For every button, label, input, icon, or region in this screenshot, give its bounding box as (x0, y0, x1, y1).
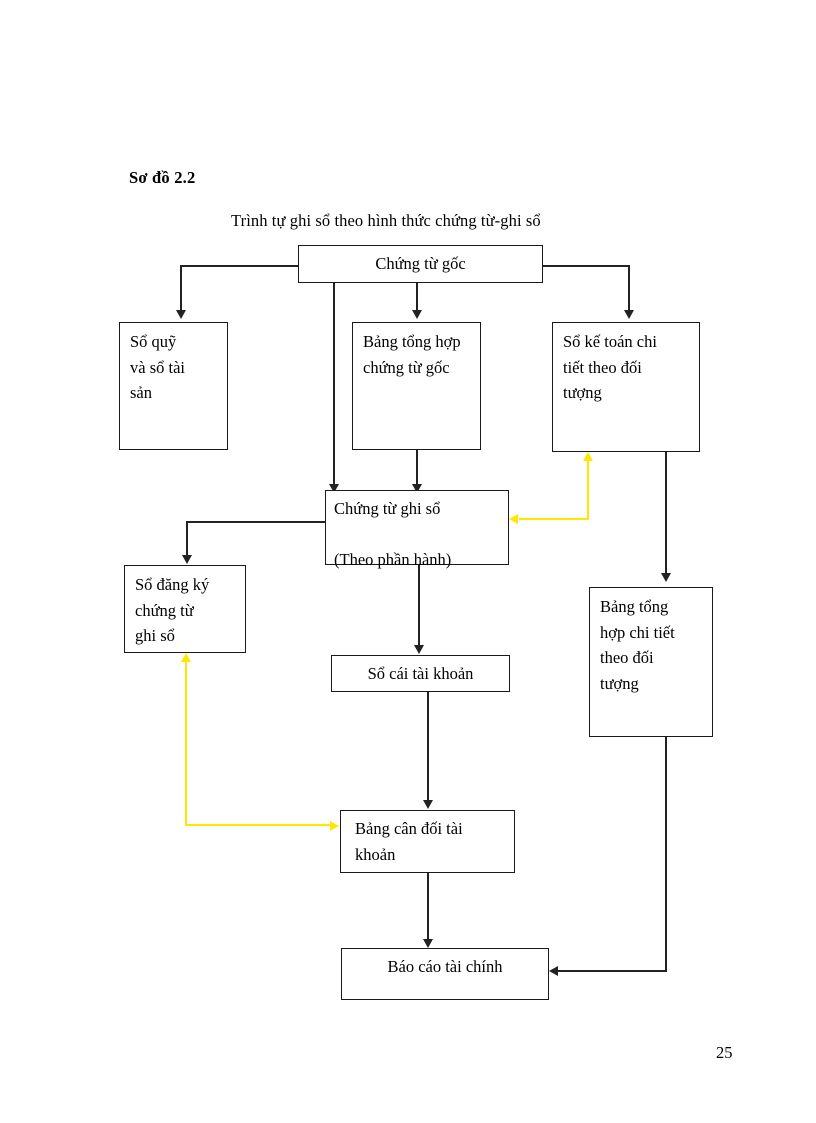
edge-ctgs-to-sodangky-horizontal (186, 521, 327, 523)
node-label: Sổ quỹ và sổ tài sản (130, 332, 185, 403)
node-so-quy-va-so-tai-san: Sổ quỹ và sổ tài sản (119, 322, 228, 450)
arrowhead-to-so-quy (176, 310, 186, 319)
yellow-edge-sodangky-horizontal (185, 824, 332, 826)
arrowhead-to-bang-can-doi-tai-khoan (423, 800, 433, 809)
figure-label: Sơ đồ 2.2 (129, 168, 196, 187)
node-label: Báo cáo tài chính (387, 957, 503, 976)
edge-ctgs-to-sodangky-vertical (186, 521, 188, 559)
node-bang-tong-hop-chi-tiet: Bảng tổng hợp chi tiết theo đối tượng (589, 587, 713, 737)
node-chung-tu-ghi-so: Chứng từ ghi sổ (Theo phần hành) (325, 490, 509, 569)
arrowhead-to-so-ke-toan (624, 310, 634, 319)
node-label: Chứng từ ghi sổ (Theo phần hành) (334, 499, 452, 570)
node-label: Chứng từ gốc (375, 254, 466, 273)
figure-title: Trình tự ghi sổ theo hình thức chứng từ-… (231, 211, 541, 230)
arrowhead-to-bao-cao-tai-chinh (423, 939, 433, 948)
edge-ctg-to-bangtonghop (416, 283, 418, 313)
edge-soketoan-to-bangtonghopchitiet (665, 452, 667, 577)
yellow-arrowhead-into-so-ke-toan-chi-tiet (583, 452, 593, 461)
arrowhead-bangtonghop-to-chungtughiso (412, 484, 422, 493)
yellow-arrowhead-into-bang-can-doi (330, 821, 339, 831)
edge-ctg-to-soketoan-vertical (628, 265, 630, 313)
yellow-edge-sodangky-vertical (185, 660, 187, 825)
yellow-edge-ctgs-to-soketoan-horizontal (519, 518, 589, 520)
edge-bangtonghop-to-chungtughiso (416, 450, 418, 488)
edge-bangtonghopchitiet-to-baocao-vertical (665, 737, 667, 971)
edge-ctg-to-chungtughiso (333, 283, 335, 488)
edge-bangtonghopchitiet-to-baocao-horizontal (557, 970, 667, 972)
yellow-arrowhead-into-chung-tu-ghi-so (509, 514, 518, 524)
node-so-cai-tai-khoan: Sổ cái tài khoản (331, 655, 510, 692)
node-label: Bảng tổng hợp chi tiết theo đối tượng (600, 597, 675, 693)
node-bang-tong-hop-chung-tu-goc: Bảng tổng hợp chứng từ gốc (352, 322, 481, 450)
edge-ctg-to-soketoan-horizontal (543, 265, 630, 267)
node-label: Bảng tổng hợp chứng từ gốc (363, 332, 461, 377)
node-bao-cao-tai-chinh: Báo cáo tài chính (341, 948, 549, 1000)
edge-socai-to-bangcandoi (427, 692, 429, 804)
node-label: Sổ đăng ký chứng từ ghi sổ (135, 575, 210, 646)
node-so-dang-ky-chung-tu-ghi-so: Sổ đăng ký chứng từ ghi sổ (124, 565, 246, 653)
arrowhead-baocao-from-right (549, 966, 558, 976)
page-number: 25 (716, 1043, 733, 1062)
yellow-edge-ctgs-to-soketoan-vertical (587, 460, 589, 519)
node-chung-tu-goc: Chứng từ gốc (298, 245, 543, 283)
node-label: Sổ kế toán chi tiết theo đối tượng (563, 332, 657, 403)
node-label: Sổ cái tài khoản (367, 664, 474, 683)
arrowhead-to-bang-tong-hop-ctg (412, 310, 422, 319)
node-so-ke-toan-chi-tiet: Sổ kế toán chi tiết theo đối tượng (552, 322, 700, 452)
edge-ctg-to-soquy-vertical (180, 265, 182, 313)
node-label: Bảng cân đối tài khoản (355, 819, 463, 864)
edge-ctg-to-soquy-horizontal (180, 265, 300, 267)
yellow-arrowhead-into-so-dang-ky (181, 653, 191, 662)
arrowhead-to-so-dang-ky (182, 555, 192, 564)
arrowhead-ctg-to-chung-tu-ghi-so (329, 484, 339, 493)
arrowhead-to-bang-tong-hop-chi-tiet (661, 573, 671, 582)
node-bang-can-doi-tai-khoan: Bảng cân đối tài khoản (340, 810, 515, 873)
edge-ctgs-to-socai (418, 565, 420, 649)
edge-bangcandoi-to-baocao (427, 873, 429, 943)
arrowhead-to-so-cai-tai-khoan (414, 645, 424, 654)
